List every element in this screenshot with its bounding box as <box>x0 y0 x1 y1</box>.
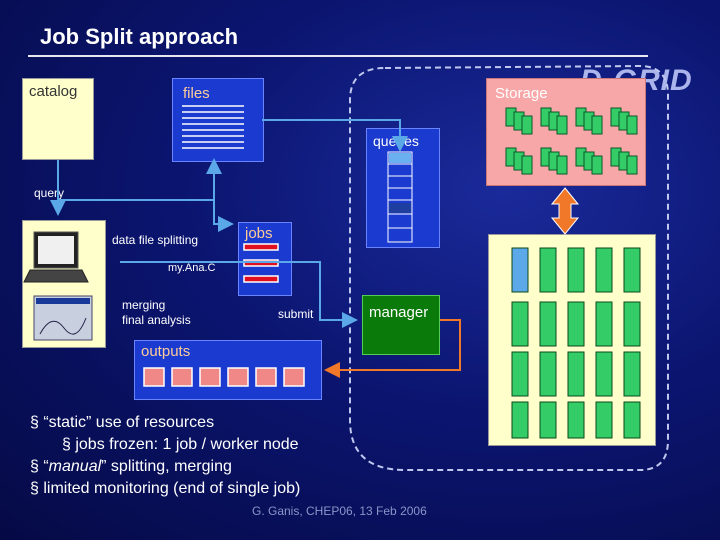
storage-disks <box>505 107 638 175</box>
slide-title: Job Split approach <box>40 24 239 49</box>
catalog-box: catalog <box>22 78 94 160</box>
laptop-icon <box>23 231 89 283</box>
bullet-list: § “static” use of resources § jobs froze… <box>30 412 300 500</box>
outputs-label: outputs <box>141 343 191 360</box>
jobs-box: jobs <box>238 222 292 296</box>
catalog-label: catalog <box>29 83 78 100</box>
merging-line1: merging <box>122 298 166 312</box>
manager-box: manager <box>362 295 440 355</box>
output-items <box>143 367 305 387</box>
slide-footer: G. Ganis, CHEP06, 13 Feb 2006 <box>252 504 427 518</box>
title-underline <box>28 55 648 57</box>
plot-window-icon <box>33 295 93 341</box>
bullet-item: § limited monitoring (end of single job) <box>30 480 301 497</box>
query-label: query <box>34 186 65 200</box>
storage-worker-arrow <box>550 187 580 235</box>
grid-boundary <box>349 64 669 471</box>
file-lines <box>182 105 244 149</box>
bullet-item: § “static” use of resources <box>30 414 215 431</box>
data-file-splitting-label: data file splitting <box>112 233 199 247</box>
worker-nodes <box>511 247 641 439</box>
queue-stack <box>387 151 413 243</box>
submit-label: submit <box>278 307 314 321</box>
jobs-label: jobs <box>245 225 273 242</box>
myana-label: my.Ana.C <box>168 262 216 274</box>
files-label: files <box>183 85 210 102</box>
bullet-item: § jobs frozen: 1 job / worker node <box>62 436 299 453</box>
merging-line2: final analysis <box>122 313 191 327</box>
bullet-item: § “manual” splitting, merging <box>30 458 232 475</box>
storage-label: Storage <box>495 85 548 102</box>
manager-label: manager <box>369 304 429 321</box>
merging-label: merging final analysis <box>122 298 191 328</box>
